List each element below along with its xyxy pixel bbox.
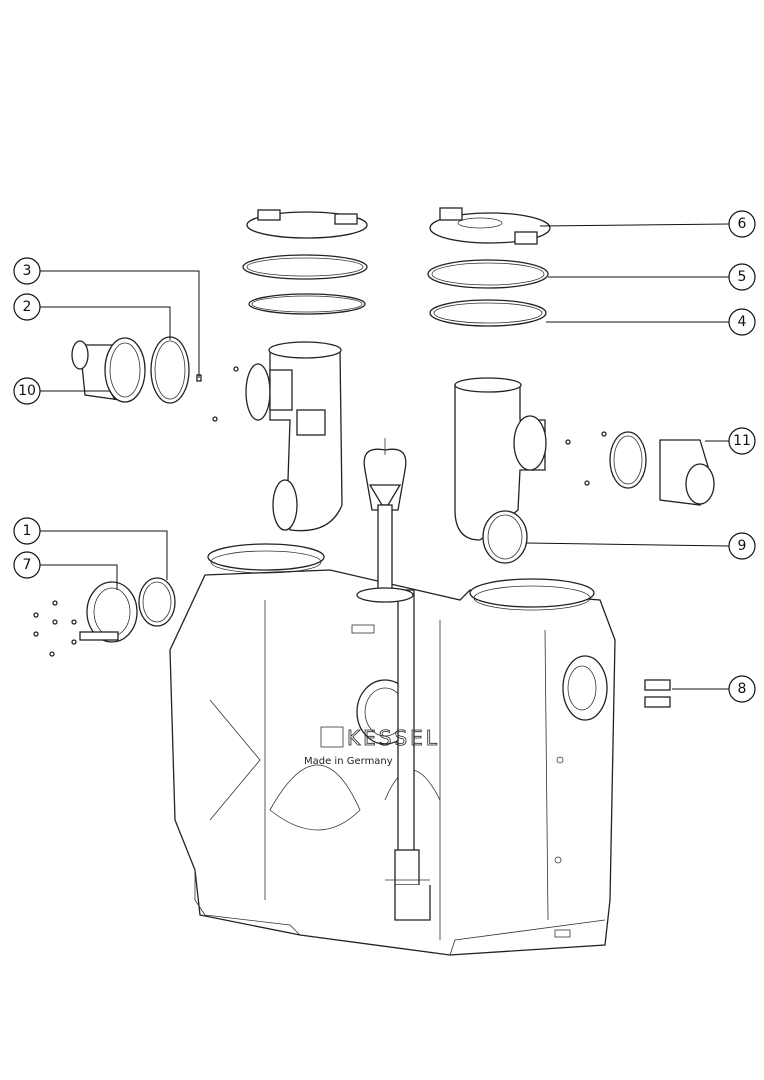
left-cover-assembly [242, 209, 368, 315]
callout-10: 10 [13, 377, 41, 405]
svg-text:8: 8 [738, 681, 747, 697]
svg-text:10: 10 [18, 383, 36, 399]
svg-text:KESSEL: KESSEL [347, 726, 440, 750]
svg-text:Made in Germany: Made in Germany [304, 756, 393, 767]
right-cover-assembly [427, 207, 551, 327]
svg-text:2: 2 [23, 299, 32, 315]
callout-1: 1 [13, 517, 41, 545]
callout-5: 5 [728, 263, 756, 291]
part-11-seal [609, 431, 647, 489]
callout-9: 9 [728, 532, 756, 560]
separator-tank [169, 543, 616, 956]
callout-4: 4 [728, 308, 756, 336]
callout-11: 11 [728, 427, 756, 455]
part-1-seal [138, 577, 176, 627]
part-8-clamp [644, 679, 671, 708]
svg-text:7: 7 [23, 557, 32, 573]
svg-text:11: 11 [733, 433, 751, 449]
part-11-adapter [659, 439, 715, 506]
callout-8: 8 [728, 675, 756, 703]
level-probe [356, 438, 414, 603]
part-5-ring [427, 259, 549, 289]
leader-lines [40, 223, 730, 690]
kessel-logo: KESSEL Made in Germany [304, 726, 440, 767]
callout-3: 3 [13, 257, 41, 285]
callout-6: 6 [728, 210, 756, 238]
callout-7: 7 [13, 551, 41, 579]
part-10-inlet-adapter [71, 337, 146, 403]
part-4-seal [429, 299, 547, 327]
svg-text:3: 3 [23, 263, 32, 279]
callout-2: 2 [13, 293, 41, 321]
screws [33, 366, 607, 657]
svg-text:6: 6 [738, 216, 747, 232]
part-7-flange [79, 581, 138, 643]
svg-text:4: 4 [738, 314, 747, 330]
part-2-seal [150, 336, 190, 404]
part-9-outlet-pipe [454, 377, 547, 564]
vertical-pipe [385, 589, 431, 921]
left-inlet-pipe [245, 341, 343, 532]
svg-text:1: 1 [23, 523, 32, 539]
svg-text:9: 9 [738, 538, 747, 554]
svg-text:5: 5 [738, 269, 747, 285]
